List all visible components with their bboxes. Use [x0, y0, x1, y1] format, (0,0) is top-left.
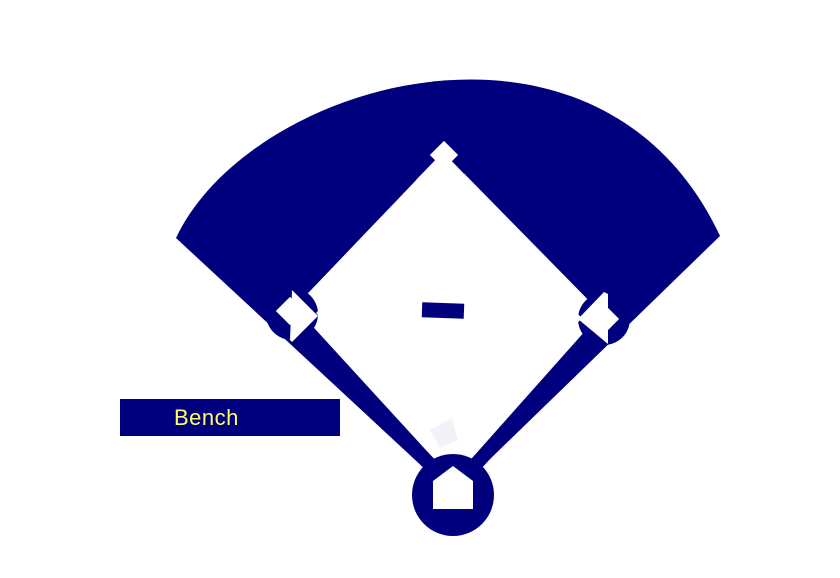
- batters-box-highlight: [430, 418, 458, 448]
- third-base-dirt: [290, 290, 318, 342]
- first-base-icon: [590, 304, 620, 334]
- second-base-dirt: [416, 152, 470, 205]
- bench-label: Bench: [174, 404, 239, 430]
- bench-sign: Bench: [120, 399, 340, 436]
- first-base-line: [447, 313, 612, 495]
- pitchers-rubber-icon: [421, 302, 465, 319]
- home-plate-icon: [433, 466, 473, 509]
- infield-center: [316, 183, 582, 458]
- third-base-icon: [275, 296, 305, 326]
- third-base-line: [284, 307, 459, 495]
